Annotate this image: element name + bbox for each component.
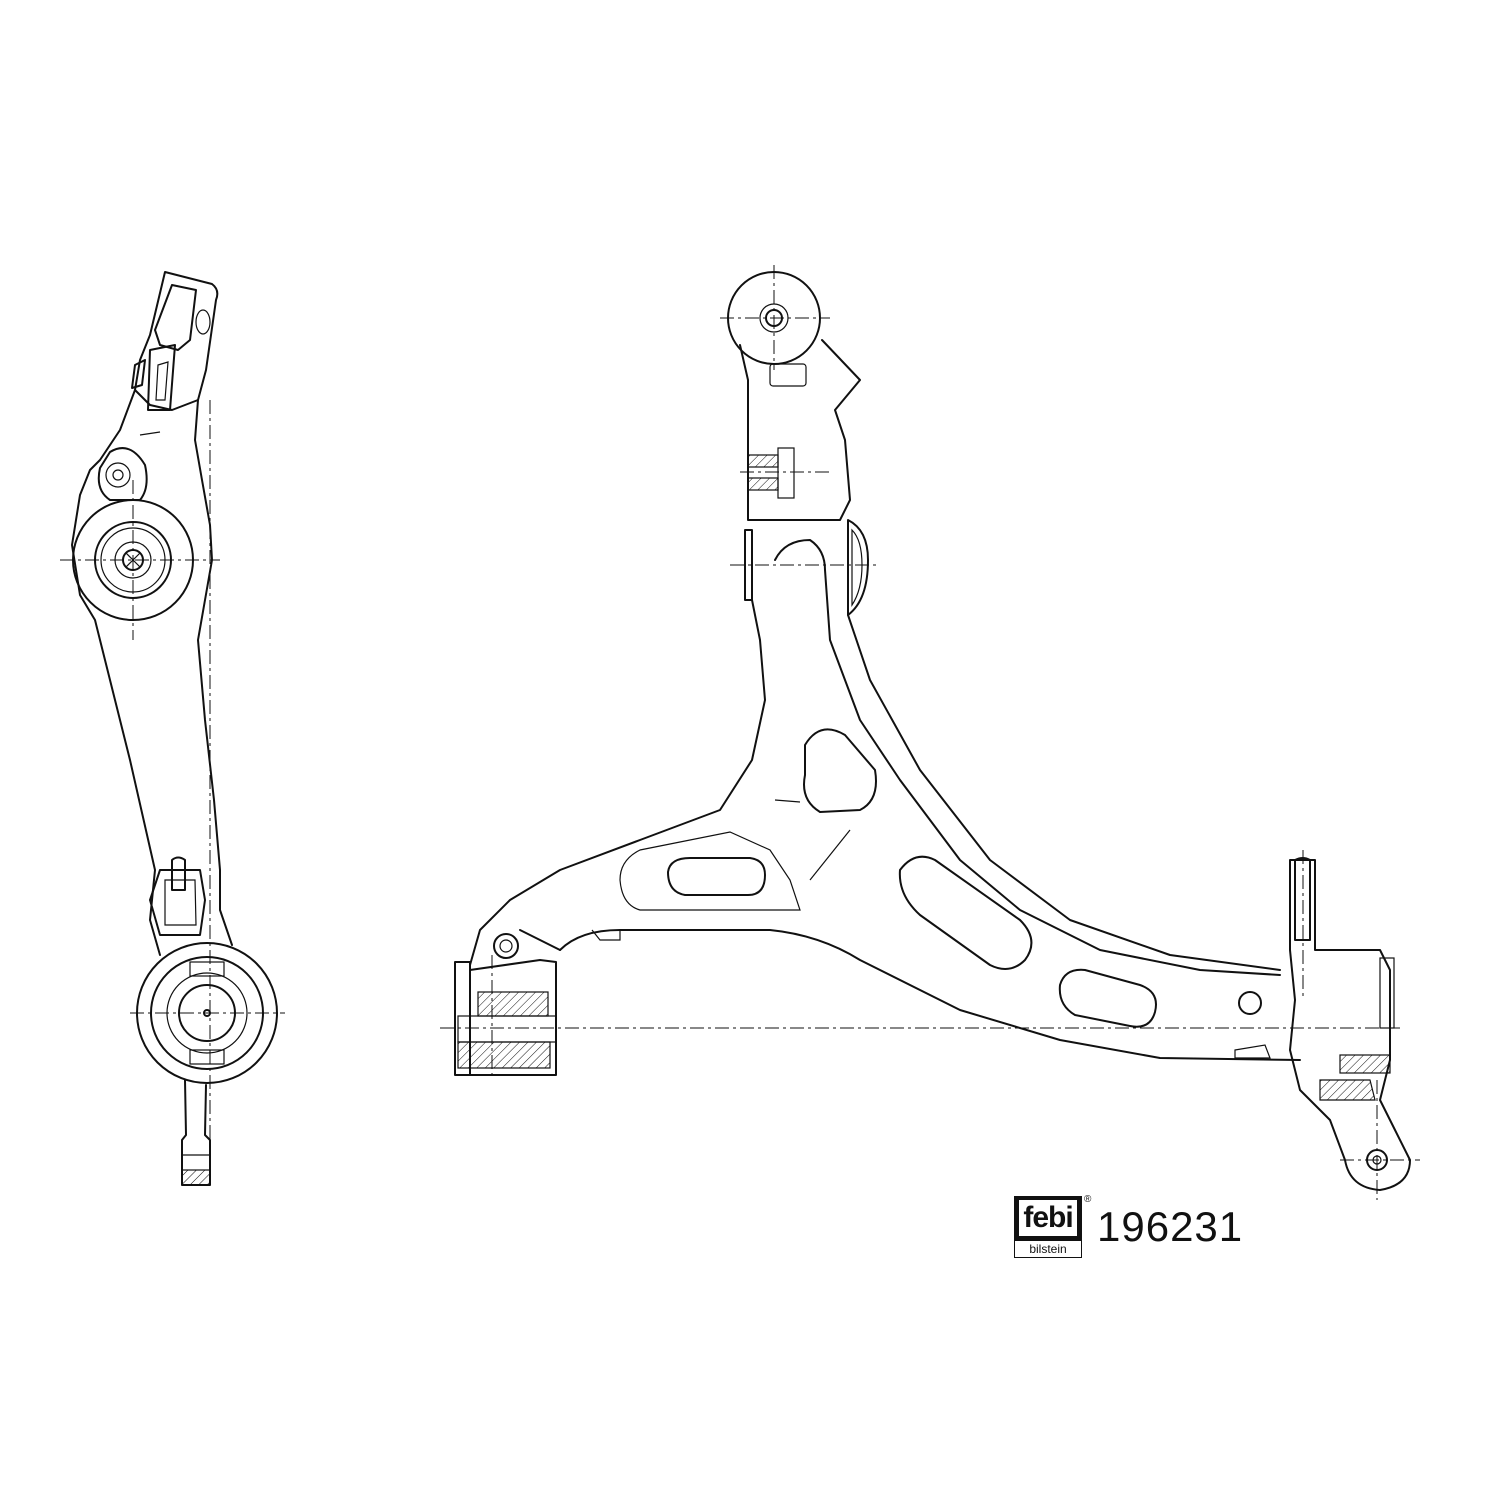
front-view	[440, 265, 1420, 1200]
febi-bilstein-logo: febi bilstein	[1014, 1196, 1082, 1258]
registered-mark: ®	[1084, 1194, 1092, 1205]
part-number: 196231	[1097, 1203, 1244, 1250]
logo-bottom-text: bilstein	[1014, 1240, 1082, 1258]
logo-top-block: febi	[1014, 1196, 1082, 1240]
logo-top-text: febi	[1019, 1200, 1077, 1236]
side-view	[60, 271, 285, 1186]
